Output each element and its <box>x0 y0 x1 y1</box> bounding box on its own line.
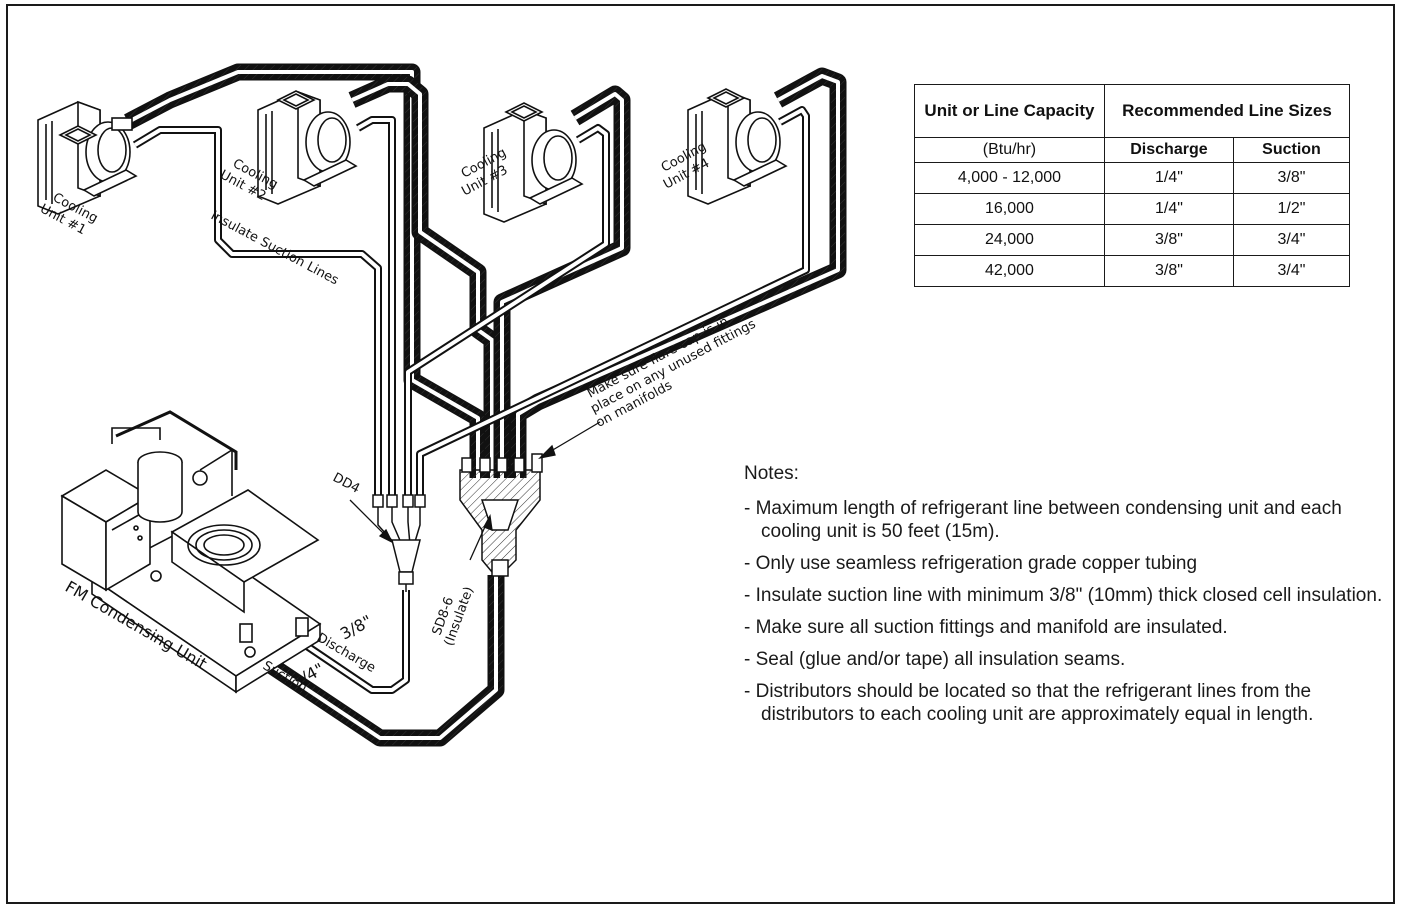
discharge-header: Discharge <box>1103 137 1234 163</box>
dd4-distributor <box>372 494 426 592</box>
table-row: 42,000 3/8" 3/4" <box>914 255 1351 287</box>
suction-header: Suction <box>1232 137 1351 163</box>
sd8-6-label: SD8-6 (Insulate) <box>430 585 477 648</box>
cooling-unit-1 <box>37 100 138 215</box>
sd8-6-distributor <box>459 453 543 577</box>
capacity-cell: 24,000 <box>914 224 1105 256</box>
condensing-unit <box>60 410 322 694</box>
table-row: 16,000 1/4" 1/2" <box>914 193 1351 225</box>
recommended-sizes-header: Recommended Line Sizes <box>1103 84 1351 138</box>
note-item: - Distributors should be located so that… <box>744 681 1314 725</box>
capacity-cell: 42,000 <box>914 255 1105 287</box>
table-row: 4,000 - 12,000 1/4" 3/8" <box>914 162 1351 194</box>
cooling-unit-2 <box>257 90 358 205</box>
discharge-cell: 3/8" <box>1103 255 1234 287</box>
notes-heading: Notes: <box>744 463 799 484</box>
line-size-table: Unit or Line Capacity Recommended Line S… <box>914 84 1351 287</box>
suction-cell: 3/4" <box>1232 224 1351 256</box>
suction-lines <box>124 63 847 747</box>
capacity-cell: 4,000 - 12,000 <box>914 162 1105 194</box>
note-item: - Insulate suction line with minimum 3/8… <box>744 585 1383 606</box>
notes-section: Notes: - Maximum length of refrigerant l… <box>744 462 1384 735</box>
dd4-label: DD4 <box>330 470 362 497</box>
note-item: - Make sure all suction fittings and man… <box>744 617 1228 638</box>
note-item: - Only use seamless refrigeration grade … <box>744 553 1198 574</box>
table-row: 24,000 3/8" 3/4" <box>914 224 1351 256</box>
discharge-size-label: 3/8" <box>337 611 375 643</box>
discharge-cell: 3/8" <box>1103 224 1234 256</box>
capacity-header: Unit or Line Capacity <box>914 84 1105 138</box>
cooling-unit-3 <box>483 102 584 223</box>
discharge-cell: 1/4" <box>1103 162 1234 194</box>
discharge-cell: 1/4" <box>1103 193 1234 225</box>
suction-cell: 3/4" <box>1232 255 1351 287</box>
flare-note-leader <box>538 421 601 460</box>
note-item: - Maximum length of refrigerant line bet… <box>744 498 1342 542</box>
capacity-unit-header: (Btu/hr) <box>914 137 1105 163</box>
capacity-cell: 16,000 <box>914 193 1105 225</box>
cooling-unit-4 <box>687 88 788 205</box>
discharge-lines <box>132 106 810 694</box>
suction-cell: 3/8" <box>1232 162 1351 194</box>
dd4-leader <box>349 499 394 544</box>
suction-cell: 1/2" <box>1232 193 1351 225</box>
note-item: - Seal (glue and/or tape) all insulation… <box>744 649 1126 670</box>
sd8-6-leader <box>469 513 493 561</box>
